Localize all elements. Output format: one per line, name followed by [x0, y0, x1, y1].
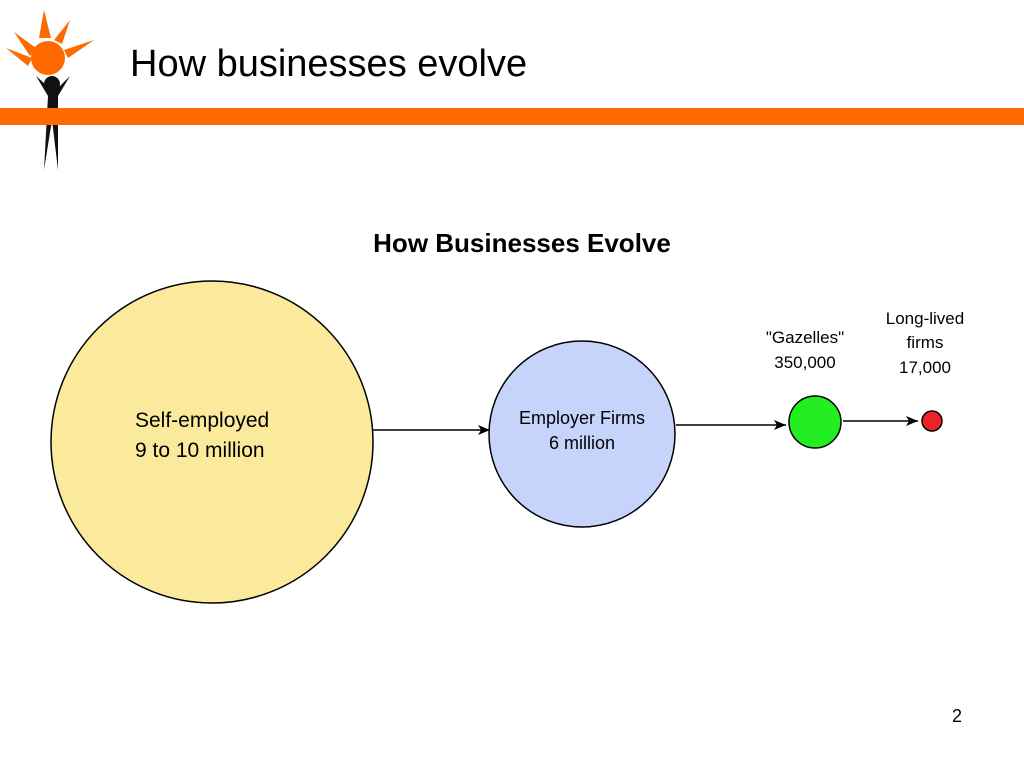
label-self-employed: Self-employed	[135, 409, 269, 432]
value-self-employed: 9 to 10 million	[135, 439, 265, 462]
circle-self-employed	[50, 280, 374, 604]
circle-long-lived	[921, 410, 943, 432]
sun-rays	[6, 10, 94, 66]
diagram-title: How Businesses Evolve	[373, 228, 671, 258]
page-number: 2	[951, 706, 962, 726]
label-long-lived-line-1: Long-lived	[886, 309, 964, 328]
value-long-lived: 17,000	[899, 358, 951, 377]
label-employer-firms: Employer Firms	[519, 408, 645, 428]
sun-circle	[31, 41, 65, 75]
value-employer-firms: 6 million	[549, 433, 615, 453]
slide-title: How businesses evolve	[130, 43, 528, 85]
header-bar	[0, 108, 1024, 125]
circle-employer-firms	[488, 340, 676, 528]
label-gazelles: "Gazelles"	[766, 328, 844, 347]
value-gazelles: 350,000	[774, 353, 835, 372]
label-long-lived-line-2: firms	[907, 333, 944, 352]
circle-gazelles	[788, 395, 842, 449]
